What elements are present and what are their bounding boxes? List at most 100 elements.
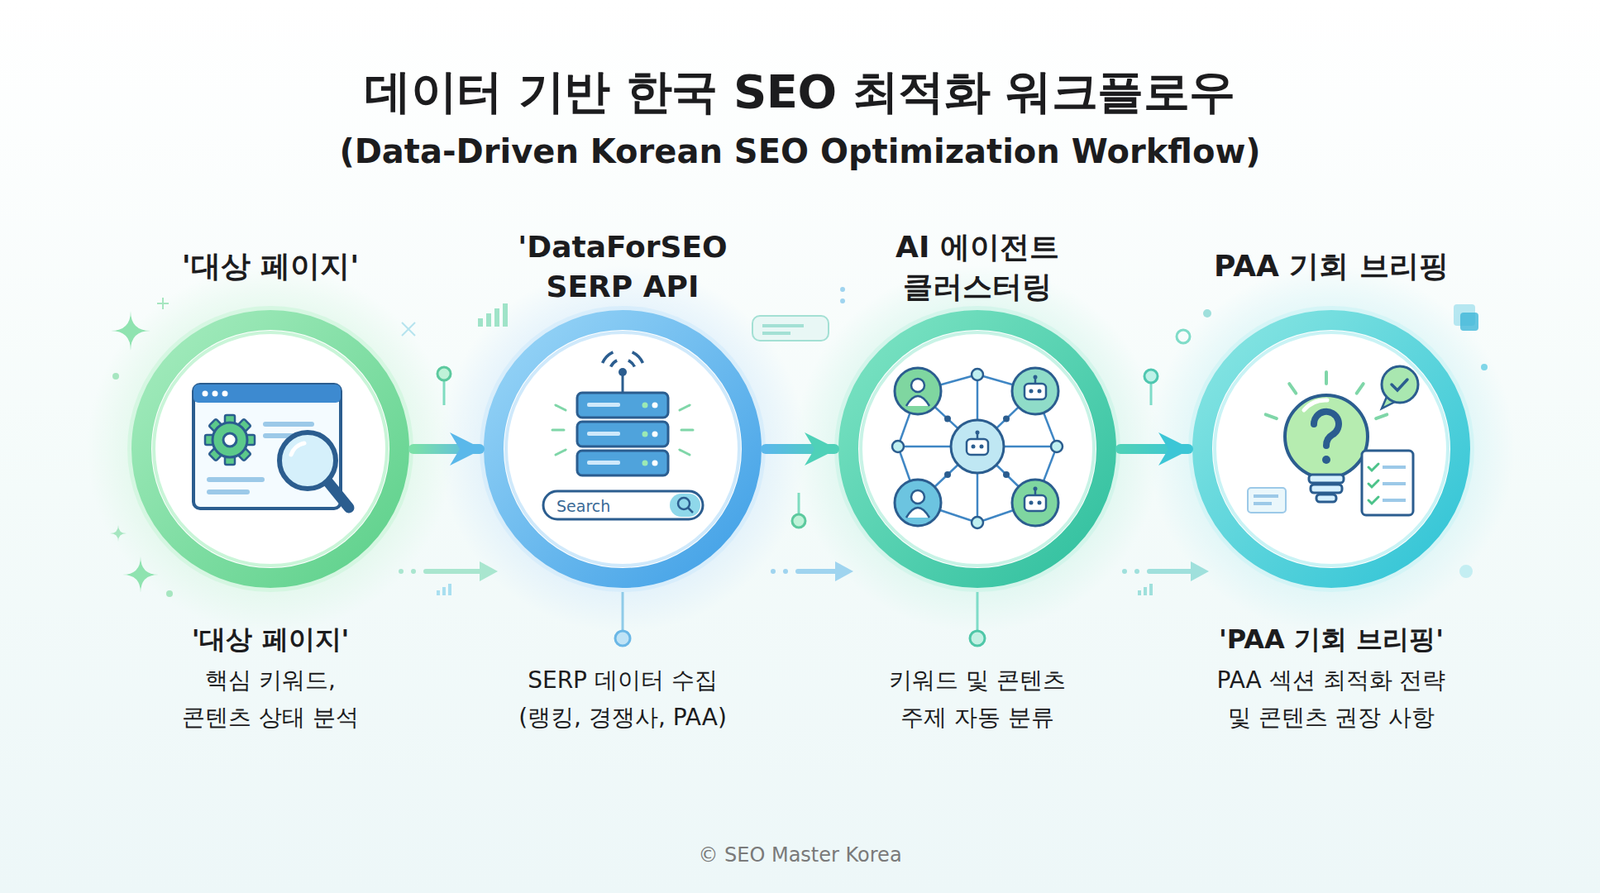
decor-path [601,350,614,363]
decor-path [906,507,930,518]
flow-arrow [765,444,835,454]
decor-circle [398,568,404,574]
decor-rect [1316,494,1337,502]
node-description: 핵심 키워드, 콘텐츠 상태 분석 [162,662,379,737]
decor-circle [1050,440,1063,453]
node-description: SERP 데이터 수집 (랭킹, 경쟁사, PAA) [506,662,740,737]
decor-circle [969,630,985,646]
decor-line [157,302,169,305]
decor-rect [477,318,483,327]
decor-circle [979,444,984,449]
decor-circle [1147,265,1515,633]
decor-circle [892,440,904,453]
decor-circle [894,479,941,526]
decor-circle [848,320,1107,578]
decor-circle [1480,363,1488,371]
decor-rect [436,590,440,596]
decor-circle [222,391,229,397]
decor-circle [642,431,649,438]
decor-circle [975,430,980,435]
decor-path [110,310,151,351]
decor-line [1149,568,1194,574]
decor-rect [752,315,829,341]
decor-line [797,568,838,574]
decor-circle [911,378,925,392]
decor-rect [1024,383,1046,400]
decor-circle [678,497,690,510]
diagram-title: 데이터 기반 한국 SEO 최적화 워크플로우 [0,63,1600,120]
decor-line [552,429,564,432]
decor-circle [86,265,454,633]
decor-rect [669,493,701,517]
decor-rect [486,313,492,327]
node-heading: PAA 기회 브리핑 [1190,248,1472,284]
decor-line [681,429,693,432]
decor-circle [783,568,789,574]
node-heading: AI 에이전트 클러스터링 [845,227,1110,307]
decor-circle [971,516,984,529]
decor-path [1368,463,1379,471]
decor-rect [502,303,508,327]
decor-rect [1382,498,1406,502]
decor-circle [860,332,1094,566]
decor-circle [479,305,766,593]
decor-polygon [1190,561,1209,582]
decor-circle [1033,375,1038,380]
decor-path [1313,411,1339,446]
decor-polygon [835,561,854,582]
node-heading: 'DataForSEO SERP API [490,227,755,307]
decor-circle [944,415,951,423]
decor-circle [212,422,248,458]
decor-circle [911,490,925,504]
decor-rect [206,477,265,483]
decor-circle [1002,471,1010,478]
node-description: PAA 섹션 최적화 전략 및 콘텐츠 권장 사항 [1206,662,1457,737]
decor-circle [840,286,846,292]
process-circle: 'DataForSEO SERP APISERP 데이터 수집 (랭킹, 경쟁사… [479,305,766,593]
decor-rect [966,439,989,455]
decor-rect [1361,450,1414,516]
decor-circle [1202,320,1461,578]
decor-circle [166,590,173,598]
decor-rect [762,331,791,335]
decor-line [621,373,625,393]
decor-rect [543,491,703,520]
decor-line [1356,383,1364,393]
decor-rect [193,384,341,509]
decor-rect [193,384,341,403]
decor-rect [1382,465,1406,469]
decor-circle [202,391,209,397]
decor-rect [1137,590,1142,596]
circle-outline [1188,305,1475,593]
decor-rect [577,421,669,447]
decor-circle [950,420,1004,473]
decor-line [401,322,416,336]
decor-circle [840,298,846,304]
decor-rect [1460,312,1479,331]
decor-line [555,405,566,411]
decor-rect [587,460,621,465]
circle-outline [479,305,766,593]
decor-rect [762,324,804,328]
decor-circle [141,320,400,578]
process-circle: AI 에이전트 클러스터링키워드 및 콘텐츠 주제 자동 분류 [834,305,1121,593]
decor-circle [1037,501,1042,506]
decor-rect [448,583,452,596]
decor-circle [506,332,740,566]
decor-rect [577,392,669,418]
decor-rect [587,431,621,436]
decor-circle [1029,501,1034,506]
decor-rect [1308,474,1344,483]
decor-circle [834,305,1121,593]
decor-rect [1024,495,1046,512]
decor-circle [437,367,451,381]
decor-path [122,556,159,593]
decor-path [631,350,645,363]
decor-rect [1149,583,1153,596]
decor-rect [1382,482,1406,486]
flow-arrow [413,444,480,454]
decor-circle [652,402,659,409]
decor-circle [127,305,414,593]
decor-circle [1122,568,1128,574]
decor-rect [442,587,446,596]
